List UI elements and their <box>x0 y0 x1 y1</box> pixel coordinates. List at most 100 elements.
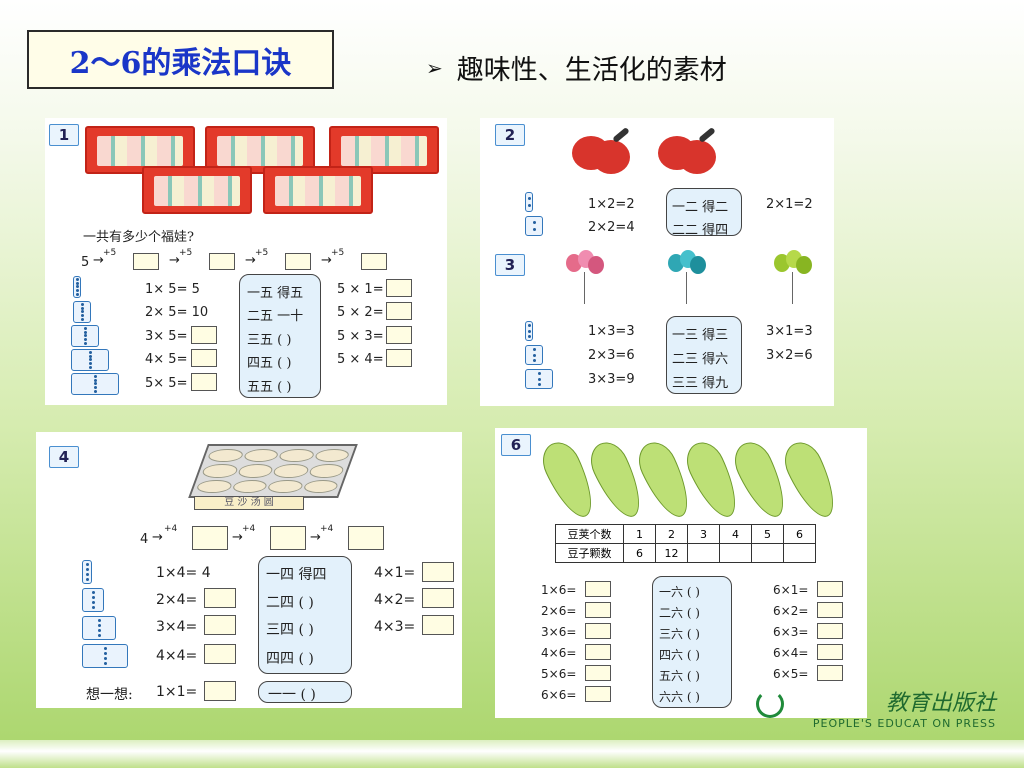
answer-box[interactable] <box>817 623 843 639</box>
rhyme-line: 五六 ( ) <box>659 669 700 683</box>
seq-step: +4 <box>164 524 178 534</box>
answer-box[interactable] <box>585 602 611 618</box>
answer-box[interactable] <box>585 665 611 681</box>
answer-box[interactable] <box>191 349 217 367</box>
footer-band <box>0 740 1024 768</box>
table-input-cell[interactable] <box>783 543 816 563</box>
seq-arrow: → <box>169 253 180 268</box>
seq-step: +5 <box>255 248 269 258</box>
bean-pod-icon <box>525 321 533 341</box>
answer-box[interactable] <box>422 562 454 582</box>
bean-pod-icon <box>82 616 116 640</box>
eq-left: 2× 5= 10 <box>145 305 209 320</box>
table-input-cell[interactable] <box>687 543 720 563</box>
think-rhyme-pill <box>258 681 352 703</box>
eq-right: 6×3= <box>773 625 809 639</box>
answer-box[interactable] <box>386 302 412 320</box>
answer-box[interactable] <box>386 279 412 297</box>
card1-question: 一共有多少个福娃? <box>83 230 194 245</box>
eq-right: 6×1= <box>773 583 809 597</box>
eq-left: 6×6= <box>541 688 577 702</box>
answer-box[interactable] <box>386 349 412 367</box>
eq-right: 4×3= <box>374 619 416 635</box>
balloon-icon <box>588 256 604 274</box>
eq-right: 4×2= <box>374 592 416 608</box>
seq-arrow: → <box>310 530 321 545</box>
answer-box[interactable] <box>422 588 454 608</box>
fuwa-gift-box <box>85 126 195 174</box>
answer-box[interactable] <box>204 588 236 608</box>
answer-box[interactable] <box>386 326 412 344</box>
fuwa-gift-box <box>142 166 252 214</box>
eq-right: 2×1=2 <box>766 197 813 212</box>
balloon-string <box>584 272 585 304</box>
answer-box[interactable] <box>191 373 217 391</box>
card-number-tag: 6 <box>501 434 531 456</box>
answer-box[interactable] <box>285 253 311 270</box>
answer-box[interactable] <box>585 644 611 660</box>
card-two-three-times: 2 1×2=2 2×2=4 一二 得二 二二 得四 2×1=2 3 1×3=3 … <box>480 118 834 406</box>
answer-box[interactable] <box>422 615 454 635</box>
eq-left: 3× 5= <box>145 329 188 344</box>
pea-pod-icon <box>727 436 795 524</box>
seq-start: 5 <box>81 255 90 270</box>
answer-box[interactable] <box>585 581 611 597</box>
eq-right: 5 × 3= <box>337 329 384 344</box>
think-rhyme: 一一 ( ) <box>268 687 316 703</box>
answer-box[interactable] <box>270 526 306 550</box>
answer-box[interactable] <box>585 623 611 639</box>
rhyme-line: 一三 得三 <box>672 328 729 343</box>
paddle-handle <box>612 126 630 144</box>
rhyme-line: 二三 得六 <box>672 352 729 367</box>
answer-box[interactable] <box>585 686 611 702</box>
publisher-emblem-icon <box>756 690 784 718</box>
answer-box[interactable] <box>348 526 384 550</box>
eq-left: 1×3=3 <box>588 324 635 339</box>
rhyme-line: 一四 得四 <box>266 567 327 583</box>
answer-box[interactable] <box>191 326 217 344</box>
eq-right: 6×4= <box>773 646 809 660</box>
publisher-name-en: PEOPLE'S EDUCAT ON PRESS <box>812 717 996 730</box>
bean-pod-icon <box>525 345 543 365</box>
answer-box[interactable] <box>204 615 236 635</box>
bullet-arrow-icon: ➢ <box>426 55 443 80</box>
bean-pod-icon <box>525 216 543 236</box>
table-row: 豆子颗数 6 12 <box>555 543 816 563</box>
eq-left: 1×2=2 <box>588 197 635 212</box>
table-header-cell: 豆子颗数 <box>555 543 624 563</box>
rhyme-line: 三五 ( ) <box>247 333 292 348</box>
rhyme-line: 三三 得九 <box>672 376 729 391</box>
eq-right: 5 × 1= <box>337 282 384 297</box>
answer-box[interactable] <box>817 602 843 618</box>
rhyme-line: 二四 ( ) <box>266 595 314 611</box>
rhyme-line: 一二 得二 <box>672 200 729 215</box>
answer-box[interactable] <box>209 253 235 270</box>
paddle-icon <box>678 140 716 174</box>
seq-arrow: → <box>232 530 243 545</box>
rhyme-line: 二六 ( ) <box>659 606 700 620</box>
table-row: 豆荚个数 1 2 3 4 5 6 <box>555 524 816 544</box>
card-number-tag: 2 <box>495 124 525 146</box>
seq-arrow: → <box>93 253 104 268</box>
answer-box[interactable] <box>204 681 236 701</box>
answer-box[interactable] <box>361 253 387 270</box>
fuwa-gift-box <box>263 166 373 214</box>
table-input-cell[interactable] <box>751 543 784 563</box>
rhyme-line: 三四 ( ) <box>266 622 314 638</box>
rhyme-line: 一五 得五 <box>247 286 304 301</box>
balloon-string <box>686 272 687 304</box>
answer-box[interactable] <box>817 665 843 681</box>
publisher-name-cn: 教育出版社 <box>885 691 996 716</box>
answer-box[interactable] <box>817 581 843 597</box>
answer-box[interactable] <box>817 644 843 660</box>
rhyme-line: 四六 ( ) <box>659 648 700 662</box>
answer-box[interactable] <box>192 526 228 550</box>
table-input-cell[interactable] <box>719 543 752 563</box>
table-cell: 4 <box>719 524 752 544</box>
eq-right: 3×1=3 <box>766 324 813 339</box>
bean-pod-icon <box>73 301 91 323</box>
answer-box[interactable] <box>133 253 159 270</box>
seq-arrow: → <box>152 530 163 545</box>
table-cell: 1 <box>623 524 656 544</box>
answer-box[interactable] <box>204 644 236 664</box>
